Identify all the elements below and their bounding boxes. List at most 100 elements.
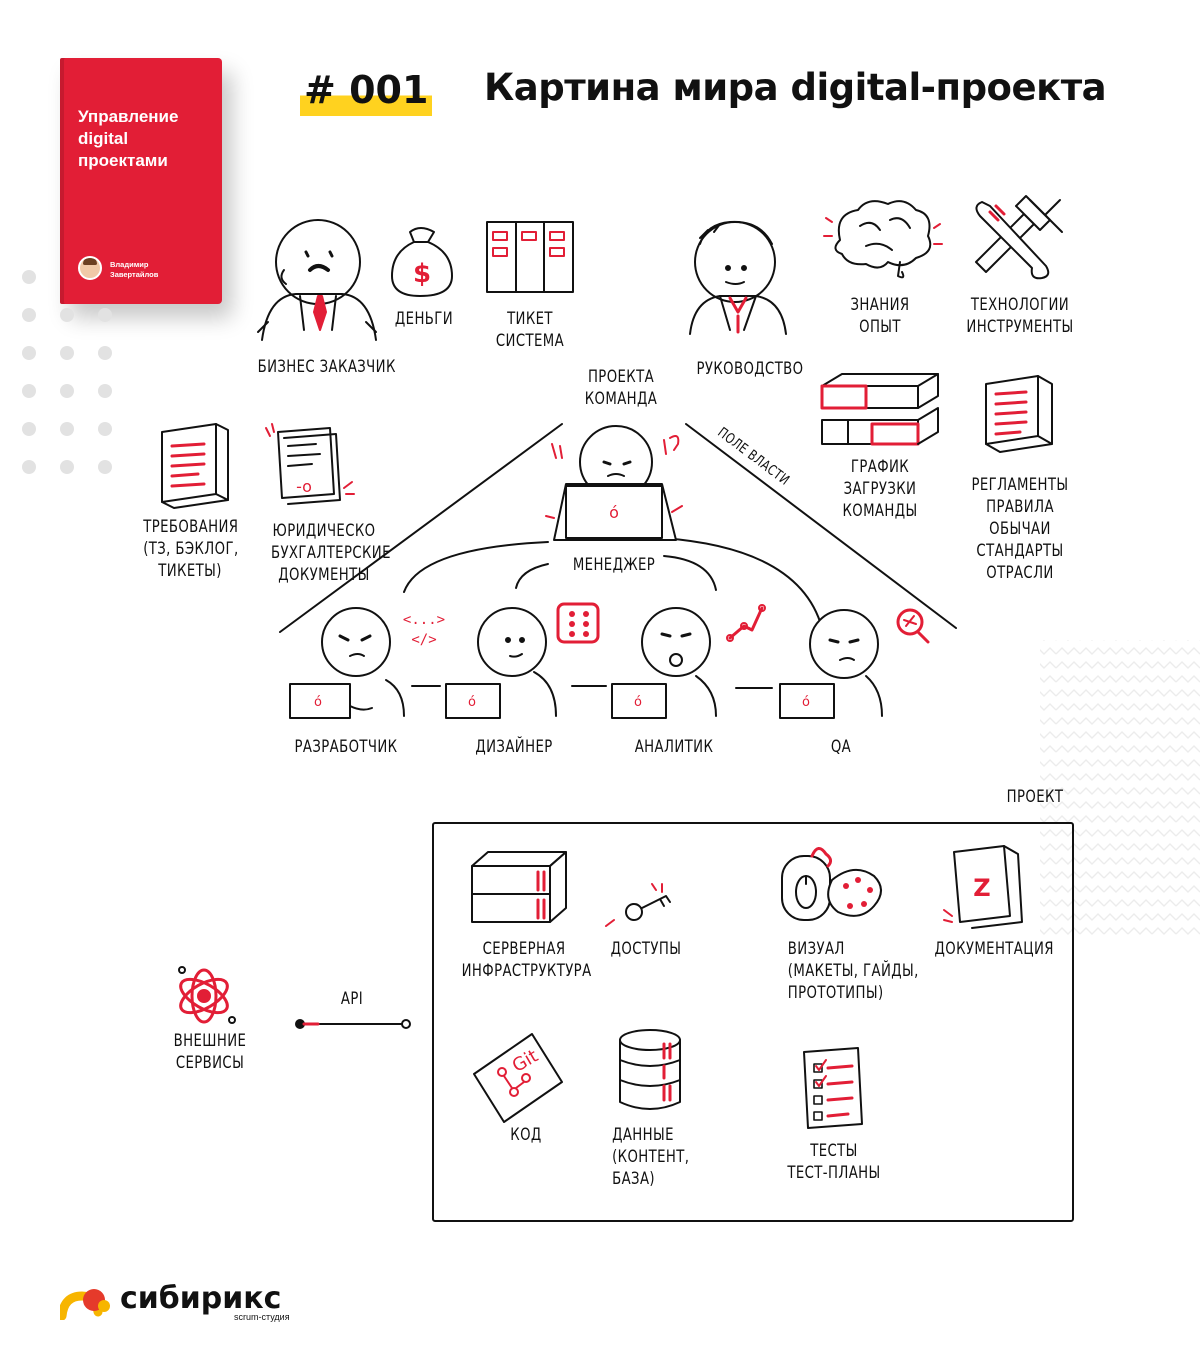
api-connector-line	[295, 1019, 411, 1029]
label-money: ДЕНЬГИ	[394, 309, 454, 329]
label-line: КОМАНДЫ	[842, 501, 918, 521]
label-line: ТЕСТ-ПЛАНЫ	[787, 1163, 881, 1183]
designer-person-icon: ó	[445, 602, 600, 719]
label-analyst: АНАЛИТИК	[634, 737, 714, 757]
label-visual: ВИЗУАЛ (МАКЕТЫ, ГАЙДЫ, ПРОТОТИПЫ)	[788, 938, 928, 1004]
label-line: БУХГАЛТЕРСКИЕ	[270, 543, 391, 563]
label-line: СЕРВЕРНАЯ	[482, 939, 566, 959]
label-line: ДАННЫЕ	[612, 1125, 674, 1145]
label-line: ТРЕБОВАНИЯ	[143, 517, 239, 537]
schedule-bricks-icon	[820, 373, 939, 446]
label-developer: РАЗРАБОТЧИК	[294, 737, 398, 757]
manager-person-icon: ó	[545, 425, 683, 541]
label-access: ДОСТУПЫ	[610, 939, 682, 959]
label-project-team: ПРОЕКТА КОМАНДА	[578, 366, 664, 410]
tools-icon	[975, 195, 1063, 280]
author-first-name: Владимир	[110, 260, 149, 269]
brand-logo-icon	[60, 1289, 110, 1320]
svg-text:$: $	[413, 259, 431, 289]
decorative-dots	[20, 270, 120, 480]
label-servers: СЕРВЕРНАЯ ИНФРАСТРУКТУРА	[461, 938, 592, 982]
episode-number: # 001	[300, 70, 433, 116]
label-designer: ДИЗАЙНЕР	[475, 737, 553, 757]
label-tests: ТЕСТЫ ТЕСТ-ПЛАНЫ	[787, 1140, 881, 1184]
dot	[60, 384, 74, 398]
analyst-person-icon: ó	[611, 604, 766, 719]
book-cover: Управление digital проектами Владимир За…	[60, 58, 222, 304]
label-line: (ТЗ, БЭКЛОГ,	[143, 539, 239, 559]
page-title: Картина мира digital-проекта	[484, 66, 1107, 109]
label-line: СИСТЕМА	[495, 331, 565, 351]
label-line: ОБЫЧАИ	[989, 519, 1051, 539]
label-line: СТАНДАРТЫ	[976, 541, 1064, 561]
book-title-line: digital	[78, 129, 129, 148]
requirements-document-icon	[161, 423, 229, 509]
svg-text:<...>: <...>	[403, 612, 445, 628]
developer-person-icon: ó <...> </>	[289, 607, 445, 719]
label-line: ВИЗУАЛ	[787, 939, 845, 959]
svg-text:-o: -o	[296, 477, 312, 496]
money-bag-icon: $	[391, 227, 453, 297]
business-client-icon	[257, 219, 377, 341]
author-avatar	[78, 256, 102, 280]
dot	[22, 308, 36, 322]
management-person-icon	[689, 220, 787, 335]
label-line: РЕГЛАМЕНТЫ	[971, 475, 1069, 495]
label-requirements: ТРЕБОВАНИЯ (ТЗ, БЭКЛОГ, ТИКЕТЫ)	[143, 516, 239, 582]
label-business-client: БИЗНЕС ЗАКАЗЧИК	[257, 357, 396, 377]
dot	[22, 460, 36, 474]
project-boundary	[432, 822, 1074, 1222]
dot	[22, 346, 36, 360]
label-line: ПРОЕКТА	[587, 367, 655, 387]
svg-text:</>: </>	[411, 632, 436, 648]
label-line: КОМАНДА	[584, 389, 658, 409]
book-title: Управление digital проектами	[78, 106, 218, 172]
label-line: ТИКЕТ	[507, 309, 553, 329]
brand-name: сибирикс	[120, 1281, 282, 1316]
book-title-line: Управление	[78, 107, 179, 126]
label-power-field: ПОЛЕ ВЛАСТИ	[714, 424, 793, 489]
svg-text:ó: ó	[468, 695, 476, 710]
label-line: ИНФРАСТРУКТУРА	[461, 961, 592, 981]
regulations-document-icon	[985, 375, 1053, 453]
team-connectors	[411, 685, 773, 689]
label-legal-docs: ЮРИДИЧЕСКО БУХГАЛТЕРСКИЕ ДОКУМЕНТЫ	[270, 520, 391, 586]
label-line: ОПЫТ	[859, 317, 901, 337]
label-api: API	[340, 989, 364, 1009]
label-code: КОД	[510, 1125, 542, 1145]
label-line: ЗНАНИЯ	[850, 295, 910, 315]
dot	[60, 308, 74, 322]
label-line: СЕРВИСЫ	[175, 1053, 245, 1073]
label-technologies: ТЕХНОЛОГИИ ИНСТРУМЕНТЫ	[965, 294, 1074, 338]
label-schedule: ГРАФИК ЗАГРУЗКИ КОМАНДЫ	[833, 456, 927, 522]
label-management: РУКОВОДСТВО	[696, 359, 804, 379]
dot	[60, 422, 74, 436]
book-title-line: проектами	[78, 151, 168, 170]
label-line: (МАКЕТЫ, ГАЙДЫ,	[787, 961, 919, 981]
label-regulations: РЕГЛАМЕНТЫ ПРАВИЛА ОБЫЧАИ СТАНДАРТЫ ОТРА…	[965, 474, 1074, 584]
label-ticket-system: ТИКЕТ СИСТЕМА	[483, 308, 577, 352]
brain-icon	[823, 200, 943, 279]
label-line: ОТРАСЛИ	[986, 563, 1054, 583]
dot	[98, 422, 112, 436]
label-external-services: ВНЕШНИЕ СЕРВИСЫ	[171, 1030, 249, 1074]
svg-text:ó: ó	[802, 695, 810, 710]
svg-text:ó: ó	[634, 695, 642, 710]
label-project: ПРОЕКТ	[1006, 787, 1064, 807]
label-line: ТЕСТЫ	[810, 1141, 858, 1161]
dot	[98, 308, 112, 322]
label-documentation: ДОКУМЕНТАЦИЯ	[934, 939, 1054, 959]
dot	[98, 460, 112, 474]
dot	[60, 346, 74, 360]
legal-documents-icon: -o	[265, 423, 355, 505]
external-services-icon	[178, 966, 236, 1024]
brand-subtitle: scrum-студия	[234, 1312, 290, 1322]
label-line: ПРОТОТИПЫ)	[787, 983, 884, 1003]
label-line: ТИКЕТЫ)	[158, 561, 222, 581]
author-last-name: Завертайлов	[110, 270, 159, 279]
label-manager: МЕНЕДЖЕР	[572, 555, 656, 575]
svg-text:ó: ó	[314, 695, 322, 710]
book-author: Владимир Завертайлов	[110, 260, 158, 280]
qa-person-icon: ó	[779, 608, 930, 719]
dot	[98, 346, 112, 360]
